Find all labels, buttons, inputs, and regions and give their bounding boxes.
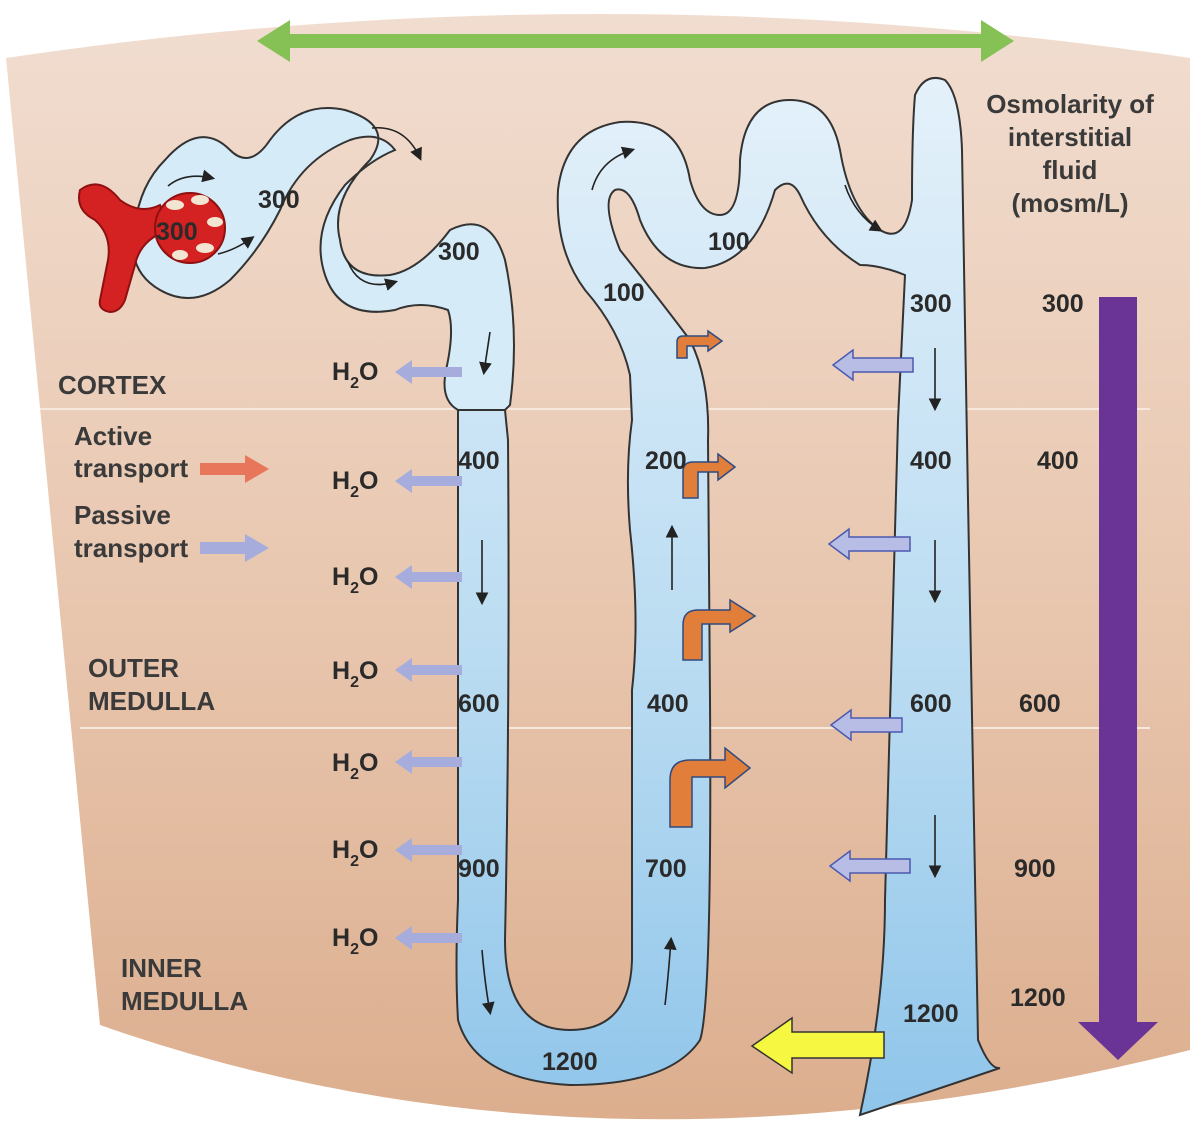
axis-title-line: Osmolarity of: [986, 89, 1154, 119]
top-double-arrow: [257, 20, 1014, 62]
interstitial-value: 600: [1019, 690, 1061, 718]
active-arrow: [669, 746, 752, 828]
duct-arrow: [827, 527, 911, 561]
tubule-value: 100: [603, 279, 645, 307]
outer-medulla-label-line1: OUTER: [88, 653, 179, 683]
tubule-value: 400: [647, 690, 689, 718]
axis-title: Osmolarity of interstitial fluid (mosm/L…: [986, 89, 1154, 218]
water-arrow: [395, 750, 462, 774]
water-labels: H2O H2O H2O H2O H2O H2O H2O: [332, 358, 378, 958]
interstitial-value: 400: [1037, 447, 1079, 475]
axis-title-line: interstitial: [1008, 122, 1132, 152]
glomerulus-value: 300: [156, 218, 198, 246]
outer-medulla-label-line2: MEDULLA: [88, 686, 215, 716]
water-label: H2O: [332, 924, 378, 958]
glomerulus-vessel: [78, 183, 226, 314]
water-arrow: [395, 926, 462, 950]
inner-medulla-label-line1: INNER: [121, 953, 202, 983]
water-arrow: [395, 658, 462, 682]
tubule-value: 600: [910, 690, 952, 718]
water-arrow: [395, 360, 462, 384]
active-arrow: [682, 598, 757, 661]
duct-arrow: [828, 849, 911, 883]
flow-arrow: [481, 949, 495, 1016]
tubule-value: 300: [438, 238, 480, 266]
water-arrow: [395, 469, 462, 493]
proximal-tubule: [131, 107, 515, 411]
active-legend-line2: transport: [74, 453, 188, 483]
flow-arrows: [167, 126, 942, 1016]
tubule-value: 1200: [903, 1000, 959, 1028]
active-arrows: [669, 329, 757, 828]
flow-arrow: [371, 126, 422, 161]
yellow-arrow: [750, 1016, 885, 1075]
cortex-label: CORTEX: [58, 370, 167, 400]
tubule-value: 600: [458, 690, 500, 718]
flow-arrow: [479, 331, 492, 376]
duct-arrow: [829, 708, 903, 742]
passive-legend-arrow: [200, 534, 269, 562]
collecting-duct-arrows: [827, 348, 914, 883]
tubule-value: 400: [458, 447, 500, 475]
tubule-value: 700: [645, 855, 687, 883]
flow-arrow: [844, 184, 883, 232]
nephron-tubule: [131, 76, 1001, 1117]
water-label: H2O: [332, 358, 378, 392]
flow-arrow: [591, 146, 636, 191]
tubule-value: 400: [910, 447, 952, 475]
active-arrow: [682, 452, 737, 499]
loop-of-henle: [455, 76, 1001, 1117]
tubule-value: 300: [258, 186, 300, 214]
flow-arrow: [167, 169, 216, 187]
water-label: H2O: [332, 657, 378, 691]
active-legend-line1: Active: [74, 421, 152, 451]
interstitial-value: 900: [1014, 855, 1056, 883]
inner-medulla-label-line2: MEDULLA: [121, 986, 248, 1016]
water-label: H2O: [332, 749, 378, 783]
tubule-value: 1200: [542, 1048, 598, 1076]
water-arrows: [395, 360, 462, 950]
passive-legend-line1: Passive: [74, 500, 171, 530]
tubule-value: 200: [645, 447, 687, 475]
tubule-value: 100: [708, 228, 750, 256]
flow-arrow: [347, 261, 399, 291]
water-arrow: [395, 838, 462, 862]
active-arrow: [676, 329, 724, 359]
interstitial-value: 300: [1042, 290, 1084, 318]
flow-arrow: [217, 236, 255, 255]
gradient-arrow: [1078, 297, 1158, 1060]
water-label: H2O: [332, 836, 378, 870]
axis-title-line: (mosm/L): [1012, 188, 1129, 218]
water-label: H2O: [332, 563, 378, 597]
active-legend-arrow: [200, 455, 269, 483]
passive-legend-line2: transport: [74, 533, 188, 563]
axis-title-line: fluid: [1043, 155, 1098, 185]
tubule-value: 300: [910, 290, 952, 318]
tubule-value: 900: [458, 855, 500, 883]
water-label: H2O: [332, 467, 378, 501]
flow-arrow: [663, 936, 677, 1006]
water-arrow: [395, 565, 462, 589]
interstitial-value: 1200: [1010, 984, 1066, 1012]
duct-arrow: [831, 348, 914, 382]
